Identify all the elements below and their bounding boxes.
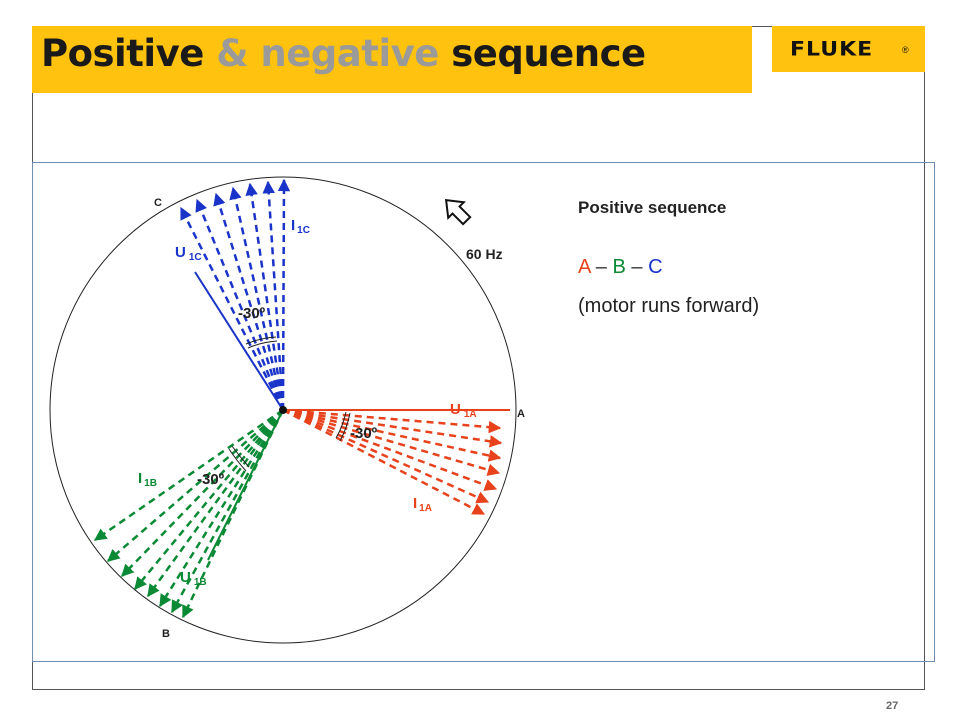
sequence-a: A: [578, 256, 591, 278]
sequence-c: C: [648, 256, 663, 278]
title-part-positive: Positive: [41, 32, 217, 75]
frequency-label: 60 Hz: [466, 246, 503, 262]
current-vector-a-6: [282, 408, 490, 504]
page-number: 27: [886, 700, 899, 712]
origin-point: [279, 406, 287, 414]
angle-label-b: -30º: [197, 471, 225, 488]
phase-label-b: B: [162, 628, 170, 640]
current-vector-b-3: [121, 409, 284, 577]
sequence-dash-2: –: [625, 256, 649, 278]
fluke-logo: FLUKE ®: [772, 26, 925, 72]
title-part-negative: & negative: [216, 32, 439, 75]
current-vector-b-7: [170, 409, 285, 614]
current-vector-c-5: [245, 182, 285, 411]
current-vector-c-1: [179, 206, 285, 411]
phase-label-a: A: [517, 408, 525, 420]
slide-title: Positive & negative sequence: [41, 30, 646, 78]
title-bar: Positive & negative sequence: [32, 26, 752, 93]
legend-heading: Positive sequence: [578, 198, 727, 217]
logo-text: FLUKE: [790, 38, 874, 61]
current-vector-b-2: [107, 409, 284, 562]
phase-sequence: A – B – C: [578, 256, 663, 279]
angle-label-a: -30º: [350, 425, 378, 442]
current-vector-b-4: [134, 409, 284, 590]
current-vector-c-2: [195, 198, 285, 411]
voltage-vector-u1c: [194, 271, 284, 411]
phase-label-c: C: [154, 197, 162, 209]
sequence-dash-1: –: [590, 256, 613, 278]
motor-direction-note: (motor runs forward): [578, 295, 760, 317]
angle-arc-b: [228, 445, 250, 472]
current-vector-b-6: [158, 409, 285, 608]
reference-circle: [49, 176, 517, 644]
current-vector-c-7: [277, 178, 291, 411]
current-vector-b-1: [93, 408, 284, 542]
current-vector-c-4: [229, 186, 285, 411]
current-vector-a-2: [282, 408, 503, 448]
current-vector-b-5: [146, 409, 285, 598]
current-vector-c-6: [262, 180, 285, 411]
angle-arc-a: [335, 411, 351, 442]
current-vector-a-7: [282, 408, 486, 516]
angle-label-c: -30º: [238, 305, 266, 322]
sequence-b: B: [612, 256, 626, 278]
current-vector-a-5: [282, 408, 498, 491]
logo-registered-mark: ®: [902, 45, 909, 55]
title-part-sequence: sequence: [438, 32, 646, 75]
current-vector-c-3: [213, 192, 285, 411]
voltage-vector-u1b: [207, 409, 284, 561]
current-vector-a-1: [282, 408, 502, 434]
rotation-arrow-icon: [444, 198, 472, 226]
current-vector-a-3: [282, 408, 502, 462]
current-vectors: [93, 178, 503, 619]
angle-arc-c: [245, 336, 278, 349]
current-vector-a-4: [282, 408, 501, 476]
content-frame: [32, 162, 935, 662]
